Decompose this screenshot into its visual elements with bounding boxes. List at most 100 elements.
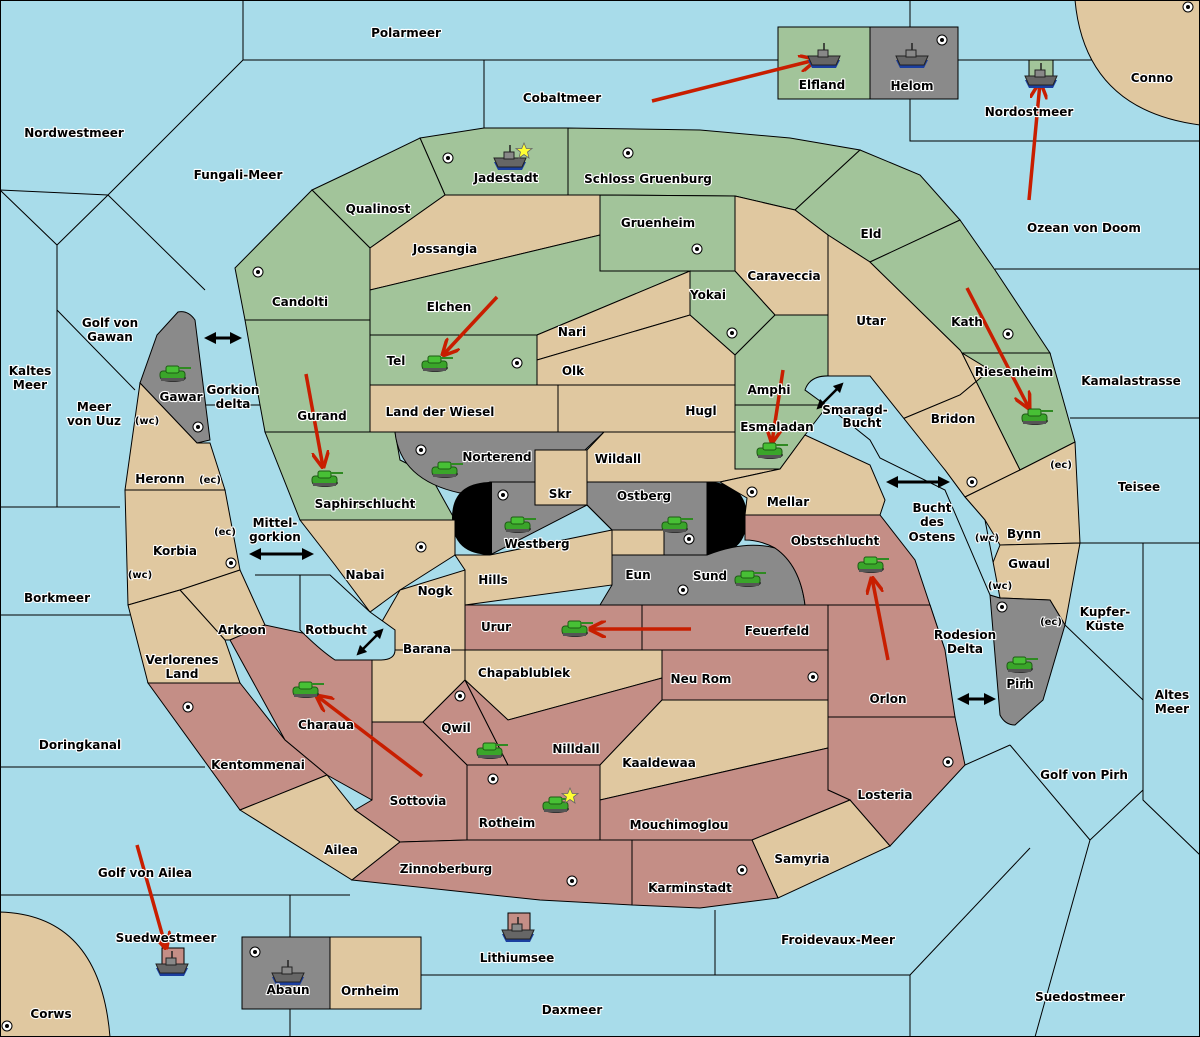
label-gorkion-delta-2: delta <box>216 397 251 411</box>
label-westberg: Westberg <box>504 537 569 551</box>
label-bucht-des-ostens-3: Ostens <box>909 530 956 544</box>
supply-center-icon <box>683 533 695 545</box>
label-cobaltmeer: Cobaltmeer <box>523 91 601 105</box>
label-elfland: Elfland <box>799 78 845 92</box>
label-nogk: Nogk <box>418 584 454 598</box>
label-smaragd-bucht: Smaragd- <box>822 403 887 417</box>
label-fungali-meer: Fungali-Meer <box>194 168 283 182</box>
region-heronn[interactable] <box>124 381 226 491</box>
label-meer-von-uuz: Meer <box>77 400 111 414</box>
label-nordwestmeer: Nordwestmeer <box>24 126 124 140</box>
label-kaltes-meer-2: Meer <box>13 378 47 392</box>
region-orlon[interactable] <box>827 604 956 718</box>
label-urur: Urur <box>481 620 511 634</box>
region-kentommenai[interactable] <box>147 682 328 811</box>
label-obstschlucht: Obstschlucht <box>791 534 880 548</box>
region-candolti[interactable] <box>234 189 371 321</box>
label-nari: Nari <box>558 325 586 339</box>
label-eld: Eld <box>861 227 882 241</box>
region-karminstadt[interactable] <box>631 839 779 909</box>
label-feuerfeld: Feuerfeld <box>745 624 810 638</box>
label-qualinost: Qualinost <box>346 202 411 216</box>
move-order-arrow <box>135 844 166 948</box>
label-corws: Corws <box>30 1007 71 1021</box>
region-mellar[interactable] <box>718 434 886 516</box>
label-daxmeer: Daxmeer <box>542 1003 603 1017</box>
region-skr[interactable] <box>534 449 588 506</box>
supply-center-icon <box>996 601 1008 613</box>
label-saphirschlucht: Saphirschlucht <box>315 497 416 511</box>
label-rodesion-delta-2: Delta <box>947 642 983 656</box>
continent <box>124 127 1081 909</box>
order-arrows <box>135 60 1040 948</box>
labels: Polarmeer Cobaltmeer Nordwestmeer Fungal… <box>8 25 1191 1022</box>
label-rotbucht: Rotbucht <box>305 623 367 637</box>
label-altes-meer: Altes <box>1155 688 1189 702</box>
label-candolti: Candolti <box>272 295 328 309</box>
label-ostberg: Ostberg <box>617 489 671 503</box>
region-verlorenes-land[interactable] <box>127 589 241 684</box>
label-skr: Skr <box>549 487 572 501</box>
label-schloss-gruenburg: Schloss Gruenburg <box>584 172 712 186</box>
label-rodesion-delta: Rodesion <box>934 628 996 642</box>
label-samyria: Samyria <box>774 852 829 866</box>
label-meer-von-uuz-2: von Uuz <box>67 414 121 428</box>
move-order-arrow <box>965 287 1029 408</box>
coast-label-korbia-ec: (ec) <box>214 527 236 538</box>
supply-center-icon <box>677 584 689 596</box>
label-korbia: Korbia <box>153 544 197 558</box>
label-smaragd-bucht-2: Bucht <box>842 416 881 430</box>
supply-center-icon <box>966 476 978 488</box>
label-rotheim: Rotheim <box>479 816 536 830</box>
region-conno[interactable] <box>1074 0 1200 126</box>
bridge-west-end <box>452 482 492 555</box>
supply-center-icon <box>487 773 499 785</box>
label-kath: Kath <box>951 315 983 329</box>
region-neu-rom[interactable] <box>661 649 829 701</box>
label-lithiumsee: Lithiumsee <box>480 951 555 965</box>
label-qwil: Qwil <box>441 721 471 735</box>
move-order-arrow <box>1027 83 1040 201</box>
label-utar: Utar <box>856 314 886 328</box>
coast-label-gawar-wc: (wc) <box>135 416 159 427</box>
label-golf-von-ailea: Golf von Ailea <box>98 866 192 880</box>
label-suedwestmeer: Suedwestmeer <box>116 931 217 945</box>
region-gruenheim[interactable] <box>599 194 736 272</box>
label-riesenheim: Riesenheim <box>975 365 1054 379</box>
label-doringkanal: Doringkanal <box>39 738 121 752</box>
label-verlorenes-land: Verlorenes <box>146 653 219 667</box>
supply-center-icon <box>415 444 427 456</box>
label-mittelgorkion-2: gorkion <box>249 530 301 544</box>
label-bynn: Bynn <box>1007 527 1041 541</box>
label-norterend: Norterend <box>462 450 531 464</box>
supply-center-icon <box>746 486 758 498</box>
label-heronn: Heronn <box>135 472 184 486</box>
label-polarmeer: Polarmeer <box>371 26 441 40</box>
label-borkmeer: Borkmeer <box>24 591 90 605</box>
label-jossangia: Jossangia <box>412 242 477 256</box>
supply-center-icon <box>182 701 194 713</box>
label-jadestadt: Jadestadt <box>473 171 539 185</box>
label-mouchimoglou: Mouchimoglou <box>630 818 729 832</box>
supply-center-icon <box>1002 328 1014 340</box>
label-gawar: Gawar <box>159 390 202 404</box>
label-chapablublek: Chapablublek <box>478 666 571 680</box>
label-kamalastrasse: Kamalastrasse <box>1081 374 1181 388</box>
label-teisee: Teisee <box>1118 480 1160 494</box>
label-golf-von-gawan: Golf von <box>82 316 138 330</box>
label-kupfer-kueste: Kupfer- <box>1080 605 1130 619</box>
label-ornheim: Ornheim <box>341 984 399 998</box>
canal-arrows <box>204 332 996 705</box>
label-charaua: Charaua <box>298 718 354 732</box>
region-ailea[interactable] <box>238 774 401 881</box>
supply-center-icon <box>936 34 948 46</box>
label-helom: Helom <box>890 79 933 93</box>
region-ornheim[interactable] <box>329 936 422 1010</box>
label-barana: Barana <box>403 642 451 656</box>
label-froidevaux-meer: Froidevaux-Meer <box>781 933 895 947</box>
region-corws[interactable] <box>0 911 111 1037</box>
coast-label-bynn-ec: (ec) <box>1050 460 1072 471</box>
supply-center-icon <box>691 243 703 255</box>
